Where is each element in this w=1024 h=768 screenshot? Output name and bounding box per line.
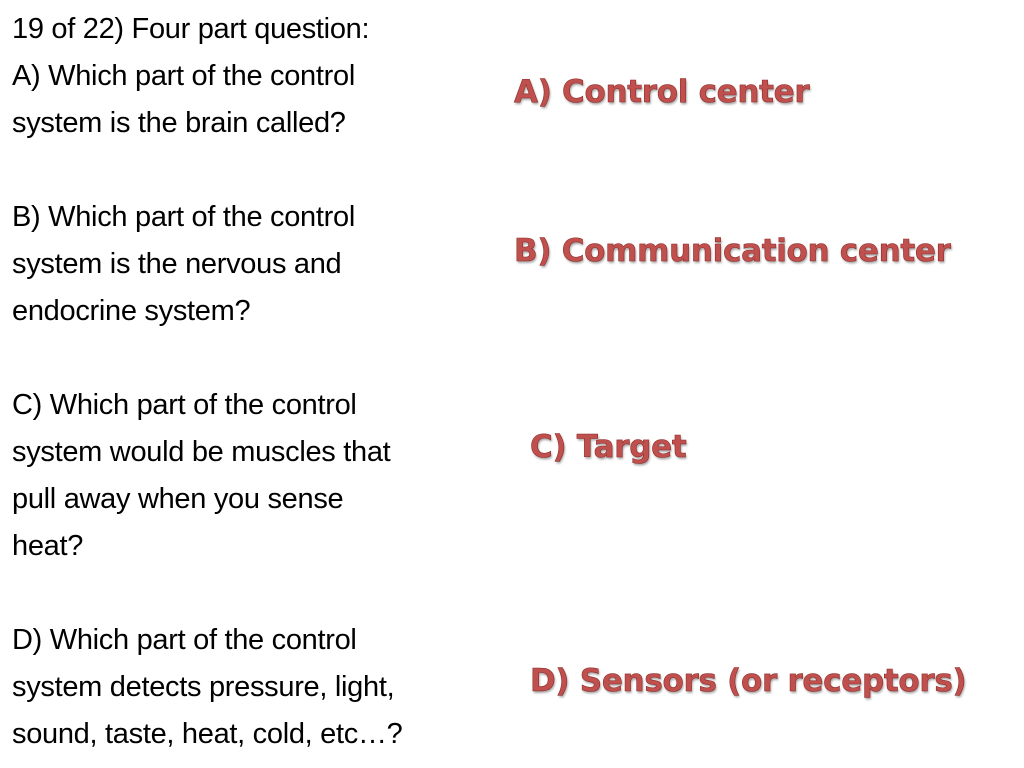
answer-a: A) Control center <box>514 74 810 111</box>
question-b-line-1: B) Which part of the control <box>12 201 355 233</box>
question-c-line-1: C) Which part of the control <box>12 389 357 421</box>
question-a-line-1: A) Which part of the control <box>12 60 355 92</box>
question-c-line-4: heat? <box>12 530 84 562</box>
question-a-line-2: system is the brain called? <box>12 107 346 139</box>
question-d-line-2: system detects pressure, light, <box>12 671 395 703</box>
question-header: 19 of 22) Four part question: <box>12 13 370 45</box>
answer-b: B) Communication center <box>514 233 952 270</box>
question-d-line-3: sound, taste, heat, cold, etc…? <box>12 718 403 750</box>
question-b-line-2: system is the nervous and <box>12 248 342 280</box>
question-d-line-1: D) Which part of the control <box>12 624 357 656</box>
question-text-block: 19 of 22) Four part question: A) Which p… <box>12 6 512 758</box>
question-spacer <box>12 570 512 617</box>
question-b-line-3: endocrine system? <box>12 295 251 327</box>
question-spacer <box>12 147 512 194</box>
answer-d: D) Sensors (or receptors) <box>530 663 967 700</box>
question-spacer <box>12 335 512 382</box>
question-c-line-3: pull away when you sense <box>12 483 344 515</box>
answer-c: C) Target <box>530 429 687 466</box>
question-c-line-2: system would be muscles that <box>12 436 391 468</box>
